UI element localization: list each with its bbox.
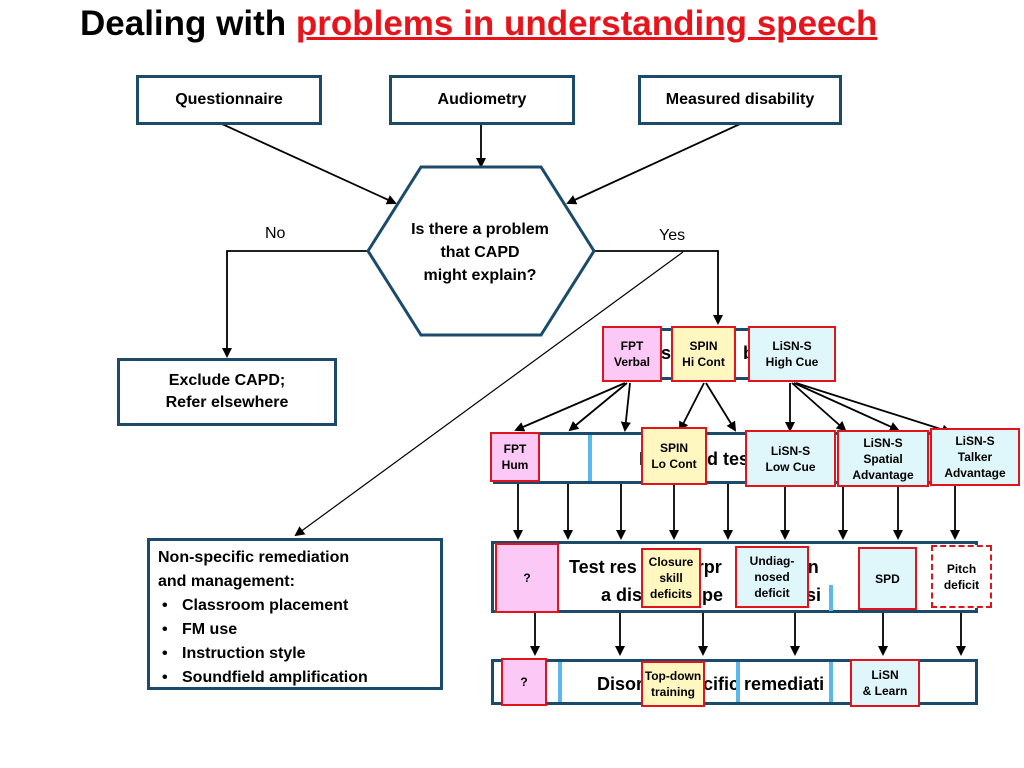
- nonspecific-line1: Non-specific remediation: [158, 549, 350, 566]
- band-stripe: [588, 435, 592, 481]
- screening-band-fragment: s: [661, 343, 672, 363]
- diag-unknown: ?: [495, 543, 559, 613]
- test-lisn-high-cue: LiSN-S High Cue: [748, 326, 836, 382]
- exclude-capd-box: Exclude CAPD; Refer elsewhere: [117, 358, 337, 426]
- test-fpt-hum: FPT Hum: [490, 432, 540, 482]
- page-title: Dealing with problems in understanding s…: [80, 4, 877, 44]
- diag-undiagnosed-deficit: Undiag- nosed deficit: [735, 546, 809, 608]
- diag-pitch-deficit: Pitch deficit: [931, 545, 992, 608]
- test-lisn-talker-advantage: LiSN-S Talker Advantage: [930, 428, 1020, 486]
- list-item: Instruction style: [182, 642, 432, 666]
- exclude-line2: Refer elsewhere: [165, 394, 289, 411]
- remed-top-down-training: Top-down training: [641, 661, 705, 707]
- band-stripe: [829, 585, 833, 611]
- decision-hexagon: [366, 165, 596, 337]
- test-lisn-low-cue: LiSN-S Low Cue: [745, 430, 836, 487]
- list-item: Classroom placement: [182, 594, 432, 618]
- diag-closure-skill-deficits: Closure skill deficits: [641, 548, 701, 608]
- nonspecific-line2: and management:: [158, 573, 295, 590]
- remed-lisn-learn: LiSN & Learn: [850, 659, 920, 707]
- title-highlight: problems in understanding speech: [295, 4, 878, 43]
- title-prefix: Dealing with: [80, 4, 296, 43]
- band-stripe: [829, 662, 833, 702]
- questionnaire-box: Questionnaire: [136, 75, 322, 125]
- remed-unknown: ?: [501, 658, 547, 706]
- test-lisn-spatial-advantage: LiSN-S Spatial Advantage: [837, 430, 929, 487]
- followup-band-fragment: d tes: [707, 449, 750, 469]
- nonspecific-list: Classroom placement FM use Instruction s…: [158, 594, 432, 690]
- measured-disability-box: Measured disability: [638, 75, 842, 125]
- exclude-line1: Exclude CAPD;: [168, 372, 286, 389]
- list-item: Soundfield amplification: [182, 666, 432, 690]
- test-spin-lo-cont: SPIN Lo Cont: [641, 427, 707, 485]
- band-stripe: [558, 662, 562, 702]
- test-fpt-verbal: FPT Verbal: [602, 326, 662, 382]
- yes-label: Yes: [659, 227, 686, 244]
- band-stripe: [736, 662, 740, 702]
- audiometry-box: Audiometry: [389, 75, 575, 125]
- diag-spd: SPD: [858, 547, 917, 610]
- test-spin-hi-cont: SPIN Hi Cont: [671, 326, 736, 382]
- remediation-band-text: Disor ecific remediati: [597, 674, 825, 694]
- list-item: FM use: [182, 618, 432, 642]
- decision-text: Is there a problem that CAPD might expla…: [411, 221, 549, 284]
- no-label: No: [265, 225, 286, 242]
- nonspecific-remediation-box: Non-specific remediation and management:…: [147, 538, 443, 690]
